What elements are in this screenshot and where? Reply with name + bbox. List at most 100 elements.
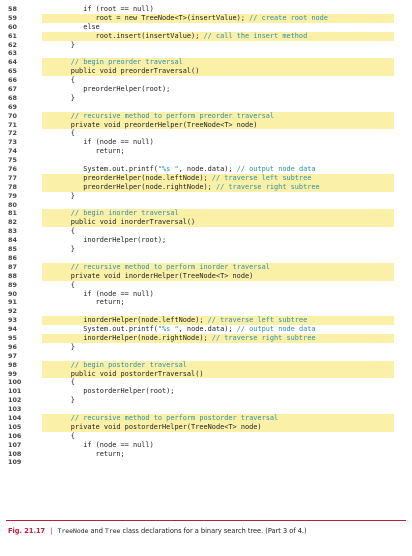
code-line: 101 postorderHelper(root); (0, 387, 412, 396)
line-number: 59 (8, 13, 17, 22)
code-comment: // recursive method to perform inorder t… (70, 262, 270, 271)
code-segment: { (50, 129, 75, 138)
code-text: // begin preorder traversal (42, 58, 394, 68)
code-text: if (node == null) (42, 441, 394, 450)
line-number: 75 (8, 156, 17, 165)
line-number: 80 (8, 200, 17, 209)
line-number: 83 (8, 227, 17, 236)
line-number: 69 (8, 102, 17, 111)
code-line: 64 // begin preorder traversal (0, 58, 412, 68)
code-text: preorderHelper(node.leftNode); // traver… (42, 173, 394, 183)
code-comment: // recursive method to perform preorder … (70, 111, 275, 120)
code-line: 103 (0, 405, 412, 414)
code-text: if (root == null) (42, 5, 394, 14)
line-number: 95 (8, 333, 17, 342)
code-line: 73 if (node == null) (0, 138, 412, 147)
code-line: 96 } (0, 343, 412, 352)
code-text: public void preorderTraversal() (42, 67, 394, 77)
code-line: 59 root = new TreeNode<T>(insertValue); … (0, 13, 412, 23)
code-text: public void inorderTraversal() (42, 218, 394, 228)
code-segment (50, 112, 71, 120)
code-line: 75 (0, 156, 412, 165)
code-text: } (42, 94, 394, 103)
code-comment: // recursive method to perform postorder… (70, 413, 279, 422)
code-text: root = new TreeNode<T>(insertValue); // … (42, 13, 394, 23)
code-segment: } (50, 93, 75, 102)
code-line: 104 // recursive method to perform posto… (0, 413, 412, 423)
line-number: 68 (8, 93, 17, 102)
line-number: 85 (8, 245, 17, 254)
code-line: 94 System.out.printf("%s ", node.data); … (0, 325, 412, 334)
code-text: if (node == null) (42, 290, 394, 299)
code-line: 91 return; (0, 298, 412, 307)
code-line: 107 if (node == null) (0, 441, 412, 450)
code-line: 81 // begin inorder traversal (0, 209, 412, 219)
code-segment: , node.data); (178, 325, 233, 334)
code-line: 95 inorderHelper(node.rightNode); // tra… (0, 333, 412, 343)
code-segment: System.out.printf( (50, 325, 158, 334)
code-text: { (42, 76, 394, 85)
code-segment: } (50, 40, 75, 49)
code-comment: // traverse left subtree (207, 173, 312, 182)
code-line: 97 (0, 352, 412, 361)
code-line: 63 (0, 49, 412, 58)
code-line: 65 public void preorderTraversal() (0, 67, 412, 77)
line-number: 90 (8, 289, 17, 298)
code-comment: // begin preorder traversal (70, 58, 183, 67)
code-segment: if (node == null) (50, 138, 154, 147)
code-line: 77 preorderHelper(node.leftNode); // tra… (0, 173, 412, 183)
line-number: 101 (8, 387, 22, 396)
code-segment: inorderHelper(root); (50, 236, 167, 245)
code-comment: // traverse right subtree (211, 182, 320, 191)
line-number: 73 (8, 138, 17, 147)
code-text: if (node == null) (42, 138, 394, 147)
line-number: 58 (8, 5, 17, 13)
line-number: 97 (8, 351, 17, 360)
code-segment: return; (50, 147, 125, 156)
line-number: 98 (8, 360, 17, 369)
line-number: 87 (8, 262, 17, 271)
caption-code-tree: Tree (105, 527, 121, 535)
code-text: private void postorderHelper(TreeNode<T>… (42, 422, 394, 432)
line-number: 108 (8, 449, 22, 458)
line-number: 109 (8, 458, 22, 467)
line-number: 82 (8, 218, 17, 227)
code-segment: root.insert(insertValue); (50, 31, 200, 40)
code-line: 100 { (0, 378, 412, 387)
line-number: 93 (8, 316, 17, 325)
code-segment (50, 361, 71, 369)
code-text: { (42, 227, 394, 236)
line-number: 94 (8, 325, 17, 334)
code-segment (50, 414, 71, 422)
line-number: 63 (8, 49, 17, 58)
code-text: return; (42, 298, 394, 307)
caption-rule (6, 520, 406, 521)
code-segment: root = new TreeNode<T>(insertValue); (50, 13, 245, 22)
line-number: 77 (8, 173, 17, 182)
code-text: // recursive method to perform postorder… (42, 413, 394, 423)
caption-text: class declarations for a binary search t… (120, 527, 307, 535)
code-line: 78 preorderHelper(node.rightNode); // tr… (0, 182, 412, 192)
line-number: 78 (8, 182, 17, 191)
code-text: return; (42, 147, 394, 156)
code-text: root.insert(insertValue); // call the in… (42, 31, 394, 41)
code-line: 86 (0, 254, 412, 263)
code-text: // recursive method to perform preorder … (42, 111, 394, 121)
line-number: 107 (8, 440, 22, 449)
code-text: inorderHelper(node.leftNode); // travers… (42, 316, 394, 326)
line-number: 62 (8, 40, 17, 49)
code-segment: return; (50, 298, 125, 307)
code-text: else (42, 23, 394, 32)
code-comment: // output node data (232, 325, 316, 334)
code-segment: } (50, 245, 75, 254)
code-comment: // traverse left subtree (203, 316, 308, 325)
line-number: 81 (8, 209, 17, 218)
code-segment: private void preorderHelper(TreeNode<T> … (50, 120, 258, 129)
code-text: } (42, 343, 394, 352)
code-segment: } (50, 396, 75, 405)
code-text: { (42, 281, 394, 290)
string-literal: "%s " (157, 165, 179, 174)
line-number: 91 (8, 298, 17, 307)
code-line: 70 // recursive method to perform preord… (0, 111, 412, 121)
